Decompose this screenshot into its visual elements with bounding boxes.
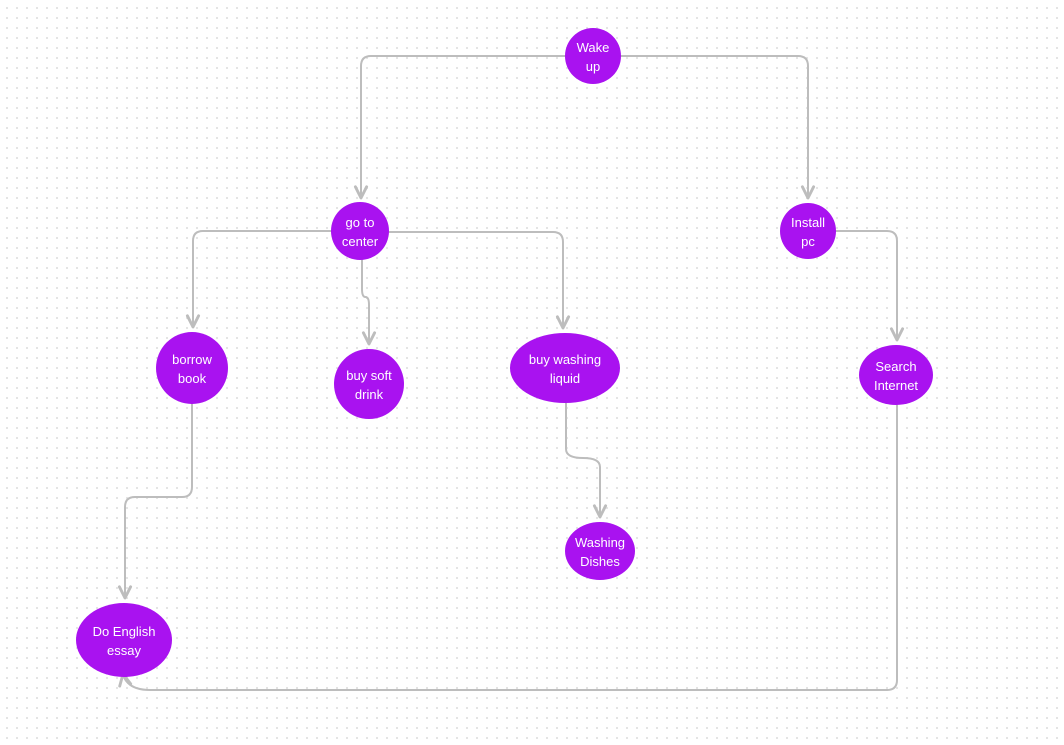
- node-shape-washing-dishes[interactable]: [565, 522, 635, 580]
- node-shape-install-pc[interactable]: [780, 203, 836, 259]
- edge-wake-up--go-to-center[interactable]: [353, 55, 566, 200]
- edge-search-internet--do-english-essay[interactable]: [118, 404, 898, 691]
- node-shape-buy-soft-drink[interactable]: [334, 349, 404, 419]
- node-shape-do-english-essay[interactable]: [76, 603, 172, 677]
- node-shape-wake-up[interactable]: [565, 28, 621, 84]
- node-shape-buy-washing-liquid[interactable]: [510, 333, 620, 403]
- edge-borrow-book--do-english-essay[interactable]: [117, 403, 193, 600]
- edge-buy-washing-liquid--washing-dishes[interactable]: [565, 402, 608, 519]
- node-shape-borrow-book[interactable]: [156, 332, 228, 404]
- edges-layer: [117, 55, 905, 691]
- edge-install-pc--search-internet[interactable]: [835, 230, 905, 342]
- edge-wake-up--install-pc[interactable]: [620, 55, 816, 200]
- edge-go-to-center--buy-soft-drink[interactable]: [361, 259, 377, 346]
- node-shape-search-internet[interactable]: [859, 345, 933, 405]
- node-shape-go-to-center[interactable]: [331, 202, 389, 260]
- edge-go-to-center--buy-washing-liquid[interactable]: [388, 231, 571, 330]
- edge-go-to-center--borrow-book[interactable]: [185, 230, 332, 329]
